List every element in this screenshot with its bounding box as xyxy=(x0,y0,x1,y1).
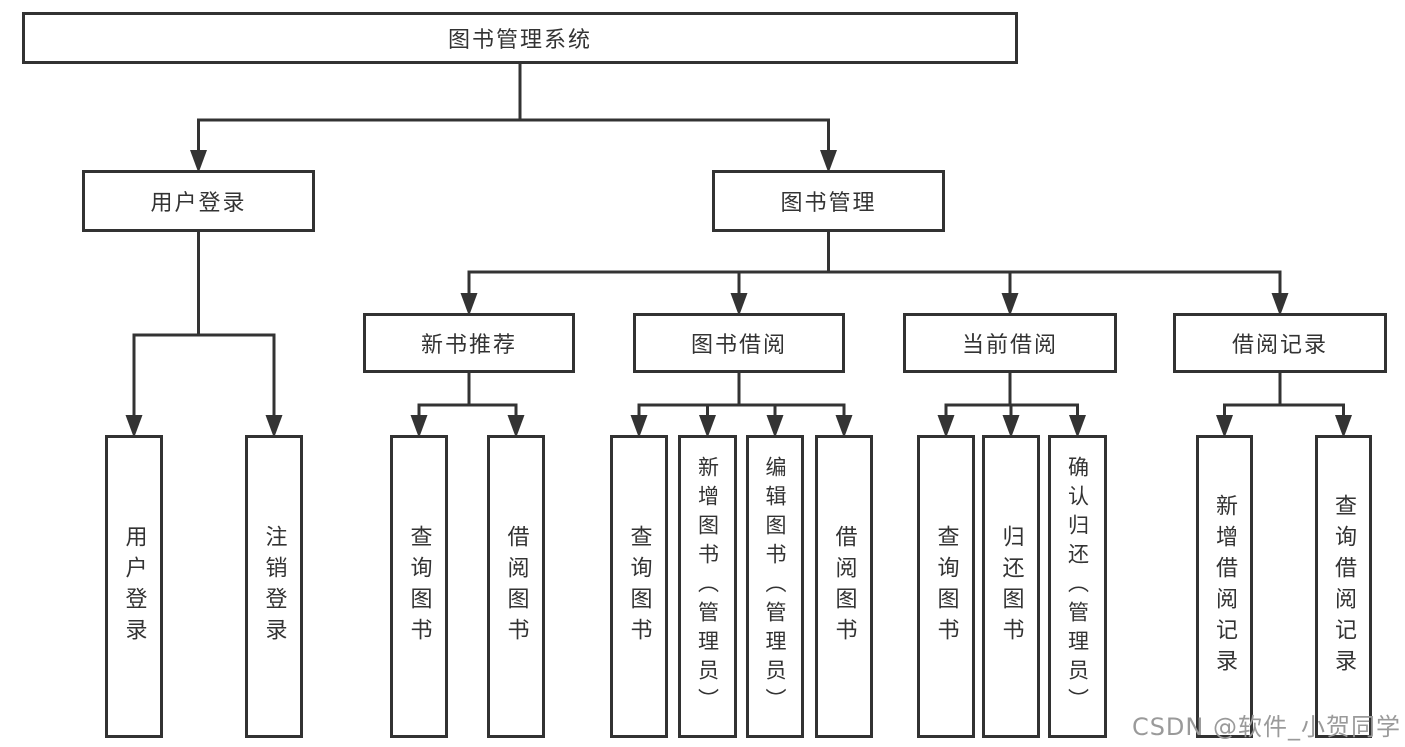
node-label: 归还图书 xyxy=(998,524,1024,649)
leaf-logout: 注销登录 xyxy=(245,435,303,738)
node-label: 查询借阅记录 xyxy=(1331,493,1357,680)
node-borrow-records: 借阅记录 xyxy=(1173,313,1387,373)
leaf-query-books-borrow: 查询图书 xyxy=(610,435,668,738)
leaf-borrow-books: 借阅图书 xyxy=(815,435,873,738)
node-label: 查询图书 xyxy=(406,524,432,649)
node-label: 编辑图书（管理员） xyxy=(763,456,788,717)
node-label: 新书推荐 xyxy=(420,333,517,358)
node-new-book-recommend: 新书推荐 xyxy=(363,313,575,373)
leaf-return-book: 归还图书 xyxy=(982,435,1040,738)
node-label: 图书管理 xyxy=(780,191,877,216)
node-label: 注销登录 xyxy=(261,524,287,649)
node-label: 新增借阅记录 xyxy=(1212,493,1238,680)
node-label: 查询图书 xyxy=(626,524,652,649)
node-label: 查询图书 xyxy=(933,524,959,649)
leaf-borrow-books-recommend: 借阅图书 xyxy=(487,435,545,738)
node-label: 图书管理系统 xyxy=(447,28,592,53)
leaf-query-borrow-record: 查询借阅记录 xyxy=(1315,435,1372,738)
leaf-edit-book-admin: 编辑图书（管理员） xyxy=(746,435,804,738)
node-label: 新增图书（管理员） xyxy=(695,456,720,717)
leaf-query-books-current: 查询图书 xyxy=(917,435,975,738)
node-current-borrow: 当前借阅 xyxy=(903,313,1117,373)
node-label: 用户登录 xyxy=(150,191,247,216)
node-label: 确认归还（管理员） xyxy=(1065,456,1090,717)
node-book-management: 图书管理 xyxy=(712,170,945,232)
node-label: 用户登录 xyxy=(121,524,147,649)
node-label: 借阅图书 xyxy=(831,524,857,649)
leaf-query-books-recommend: 查询图书 xyxy=(390,435,448,738)
node-user-login: 用户登录 xyxy=(82,170,315,232)
node-root-library-system: 图书管理系统 xyxy=(22,12,1018,64)
node-book-borrow: 图书借阅 xyxy=(633,313,845,373)
leaf-confirm-return-admin: 确认归还（管理员） xyxy=(1048,435,1107,738)
node-label: 图书借阅 xyxy=(690,333,787,358)
leaf-add-book-admin: 新增图书（管理员） xyxy=(678,435,737,738)
leaf-add-borrow-record: 新增借阅记录 xyxy=(1196,435,1253,738)
leaf-user-login: 用户登录 xyxy=(105,435,163,738)
node-label: 借阅记录 xyxy=(1231,333,1328,358)
node-label: 借阅图书 xyxy=(503,524,529,649)
node-label: 当前借阅 xyxy=(961,333,1058,358)
